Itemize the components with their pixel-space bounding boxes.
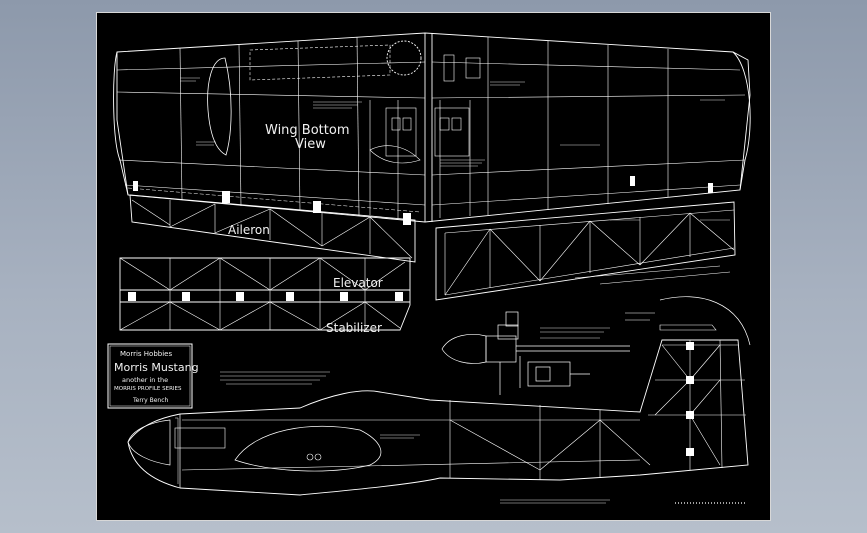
title-maker: Morris Hobbies xyxy=(120,350,172,358)
stabilizer-label: Stabilizer xyxy=(326,321,382,335)
wing-trailing-blocks xyxy=(133,176,713,225)
engine-detail xyxy=(441,311,630,395)
elevator-label: Elevator xyxy=(333,276,383,290)
tail-arc xyxy=(659,296,751,346)
wing-view-label-line1: Wing Bottom xyxy=(265,123,350,138)
stabilizer-elevator xyxy=(119,257,411,331)
right-aileron xyxy=(435,201,736,301)
wing-ribs-left xyxy=(179,36,399,218)
wing-ribs-right xyxy=(439,37,669,218)
wing-outline xyxy=(113,32,751,223)
title-line2: MORRIS PROFILE SERIES xyxy=(114,386,182,392)
annotation-marks xyxy=(180,77,730,504)
wing-tip-airfoil xyxy=(207,57,232,156)
title-block-frame xyxy=(107,343,193,409)
title-line1: another in the xyxy=(122,376,168,384)
aileron-label: Aileron xyxy=(228,223,270,237)
wing-view-label-line2: View xyxy=(295,137,326,152)
bellcrank-boxes xyxy=(385,54,481,157)
elevator-hinge-blocks xyxy=(128,292,403,301)
left-aileron xyxy=(129,194,416,263)
wing-spars xyxy=(116,61,746,206)
fuselage-side-view xyxy=(127,339,749,496)
title-model: Morris Mustang xyxy=(114,361,199,374)
fuel-tank-circle xyxy=(386,40,422,76)
fin-blocks xyxy=(686,342,694,456)
title-designer: Terry Bench xyxy=(132,397,169,404)
